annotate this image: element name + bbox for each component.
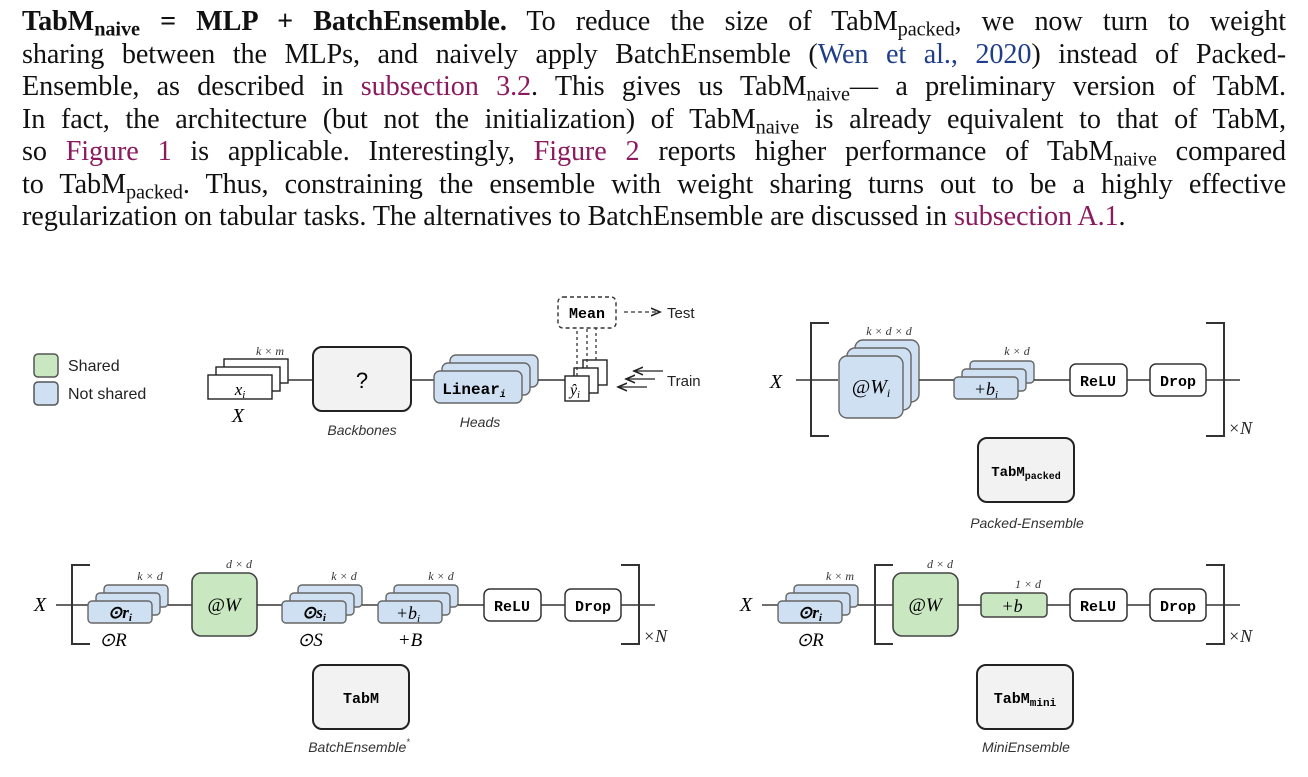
batch-r-label: ⊙ri — [108, 603, 133, 624]
legend-label-not-shared: Not shared — [68, 386, 146, 403]
legend-swatch-shared — [33, 353, 59, 378]
batch-repeat-label: ×N — [643, 626, 668, 646]
input-x-label: X — [231, 405, 245, 427]
backbone-caption: Backbones — [327, 422, 396, 438]
link-subsection-a-1[interactable]: subsection A.1 — [953, 201, 1119, 232]
packed-relu-label: ReLU — [1080, 374, 1116, 391]
overview-diagram: xi k × m X ? Backbones Lineari Heads ŷi — [207, 296, 701, 438]
paragraph-line-7: regularization on tabular tasks. The alt… — [22, 201, 1126, 232]
batch-r-under: ⊙R — [99, 630, 127, 651]
backbone-box — [312, 346, 412, 412]
heads-stack: Lineari — [433, 354, 539, 404]
mini-ensemble-diagram: X ⊙ri k × m ⊙R @W d × d +b 1 × d ReLU Dr… — [739, 557, 1253, 755]
packed-bias-dim: k × d — [1004, 344, 1030, 358]
batch-w-dim: d × d — [226, 557, 253, 571]
mini-r-under: ⊙R — [796, 630, 824, 651]
train-arrows — [618, 371, 663, 387]
input-stack: xi k × m X — [207, 344, 289, 427]
packed-weight-stack: @Wi — [838, 339, 920, 419]
output-label: ŷi — [568, 382, 580, 401]
mini-input-x: X — [739, 594, 753, 616]
input-dim-label: k × m — [256, 344, 284, 358]
mini-r-stack: ⊙ri — [777, 584, 859, 624]
link-subsection-3-2[interactable]: subsection 3.2 — [360, 71, 532, 102]
packed-caption: Packed-Ensemble — [970, 515, 1084, 531]
packed-drop-label: Drop — [1160, 374, 1196, 391]
batch-model-label: TabM — [343, 691, 379, 708]
mini-caption: MiniEnsemble — [982, 739, 1070, 755]
mini-drop-label: Drop — [1160, 599, 1196, 616]
paragraph-heading: TabMnaive = MLP + BatchEnsemble. — [22, 6, 507, 41]
batch-input-x: X — [33, 594, 47, 616]
packed-input-x: X — [769, 371, 783, 393]
paragraph-line-5: so Figure 1 is applicable. Interestingly… — [22, 136, 1286, 171]
paragraph: TabMnaive = MLP + BatchEnsemble. To redu… — [22, 6, 1286, 234]
batch-r-stack: ⊙ri — [87, 584, 169, 624]
mini-model-label: TabMmini — [994, 691, 1057, 710]
mini-b-label: +b — [1001, 596, 1022, 616]
batch-relu-label: ReLU — [494, 599, 530, 616]
packed-model-label: TabMpacked — [991, 465, 1061, 483]
batch-r-dim: k × d — [137, 569, 163, 583]
batch-s-stack: ⊙si — [281, 584, 363, 624]
paragraph-line-1: TabMnaive = MLP + BatchEnsemble. To redu… — [22, 6, 1286, 41]
mean-label: Mean — [569, 306, 605, 323]
mini-r-label: ⊙ri — [798, 603, 823, 624]
batch-s-dim: k × d — [331, 569, 357, 583]
legend: Shared Not shared — [33, 353, 146, 406]
mini-relu-label: ReLU — [1080, 599, 1116, 616]
batch-s-label: ⊙si — [302, 603, 327, 624]
outputs-stack: ŷi — [564, 359, 608, 402]
mini-repeat-label: ×N — [1228, 626, 1253, 646]
link-figure-1[interactable]: Figure 1 — [65, 136, 172, 167]
batch-b-stack: +bi — [377, 584, 459, 625]
mini-r-dim: k × m — [826, 569, 854, 583]
packed-bias-label: +bi — [974, 379, 998, 401]
batch-b-dim: k × d — [428, 569, 454, 583]
head-label: Lineari — [442, 381, 506, 401]
batch-w-label: @W — [207, 595, 242, 616]
batch-model-box — [312, 664, 410, 730]
batch-b-under: +B — [398, 630, 423, 651]
packed-bracket-right — [1206, 322, 1225, 437]
link-figure-2[interactable]: Figure 2 — [533, 136, 640, 167]
train-label: Train — [667, 373, 701, 390]
input-item-label: xi — [234, 380, 246, 401]
mini-b-dim: 1 × d — [1015, 577, 1042, 591]
batch-drop-label: Drop — [575, 599, 611, 616]
paragraph-line-4: In fact, the architecture (but not the i… — [22, 103, 1286, 139]
packed-weight-dim: k × d × d — [866, 324, 913, 338]
batch-bracket-right — [621, 564, 640, 645]
mean-box — [557, 296, 617, 329]
packed-bracket-left — [810, 322, 829, 437]
test-label: Test — [667, 305, 695, 322]
packed-repeat-label: ×N — [1228, 418, 1253, 438]
packed-ensemble-diagram: X @Wi k × d × d +bi k × d ReLU Drop ×N T… — [769, 322, 1253, 531]
packed-model-box — [977, 437, 1075, 503]
batch-bracket-left — [71, 564, 90, 645]
citation-link-wen-2020[interactable]: Wen et al., 2020 — [817, 38, 1032, 70]
mini-model-box — [976, 664, 1074, 730]
backbone-symbol: ? — [356, 368, 368, 393]
mini-bracket-left — [874, 564, 893, 645]
mini-w-label: @W — [908, 595, 943, 616]
heads-caption: Heads — [460, 414, 500, 430]
mini-bracket-right — [1206, 564, 1225, 645]
batch-s-under: ⊙S — [297, 630, 323, 651]
packed-bias-stack: +bi — [953, 360, 1035, 401]
legend-label-shared: Shared — [68, 358, 120, 375]
batch-caption: BatchEnsemble* — [308, 737, 410, 755]
legend-swatch-not-shared — [33, 381, 59, 406]
batch-b-label: +bi — [396, 603, 420, 625]
mini-w-dim: d × d — [927, 557, 954, 571]
batch-ensemble-diagram: X ⊙ri k × d ⊙R @W d × d ⊙si k × d ⊙S +bi — [33, 557, 668, 755]
paragraph-line-3: Ensemble, as described in subsection 3.2… — [22, 71, 1286, 106]
paragraph-line-6: to TabMpacked. Thus, constraining the en… — [22, 168, 1286, 204]
packed-weight-label: @Wi — [852, 376, 890, 400]
paragraph-line-2: sharing between the MLPs, and naively ap… — [22, 38, 1286, 70]
